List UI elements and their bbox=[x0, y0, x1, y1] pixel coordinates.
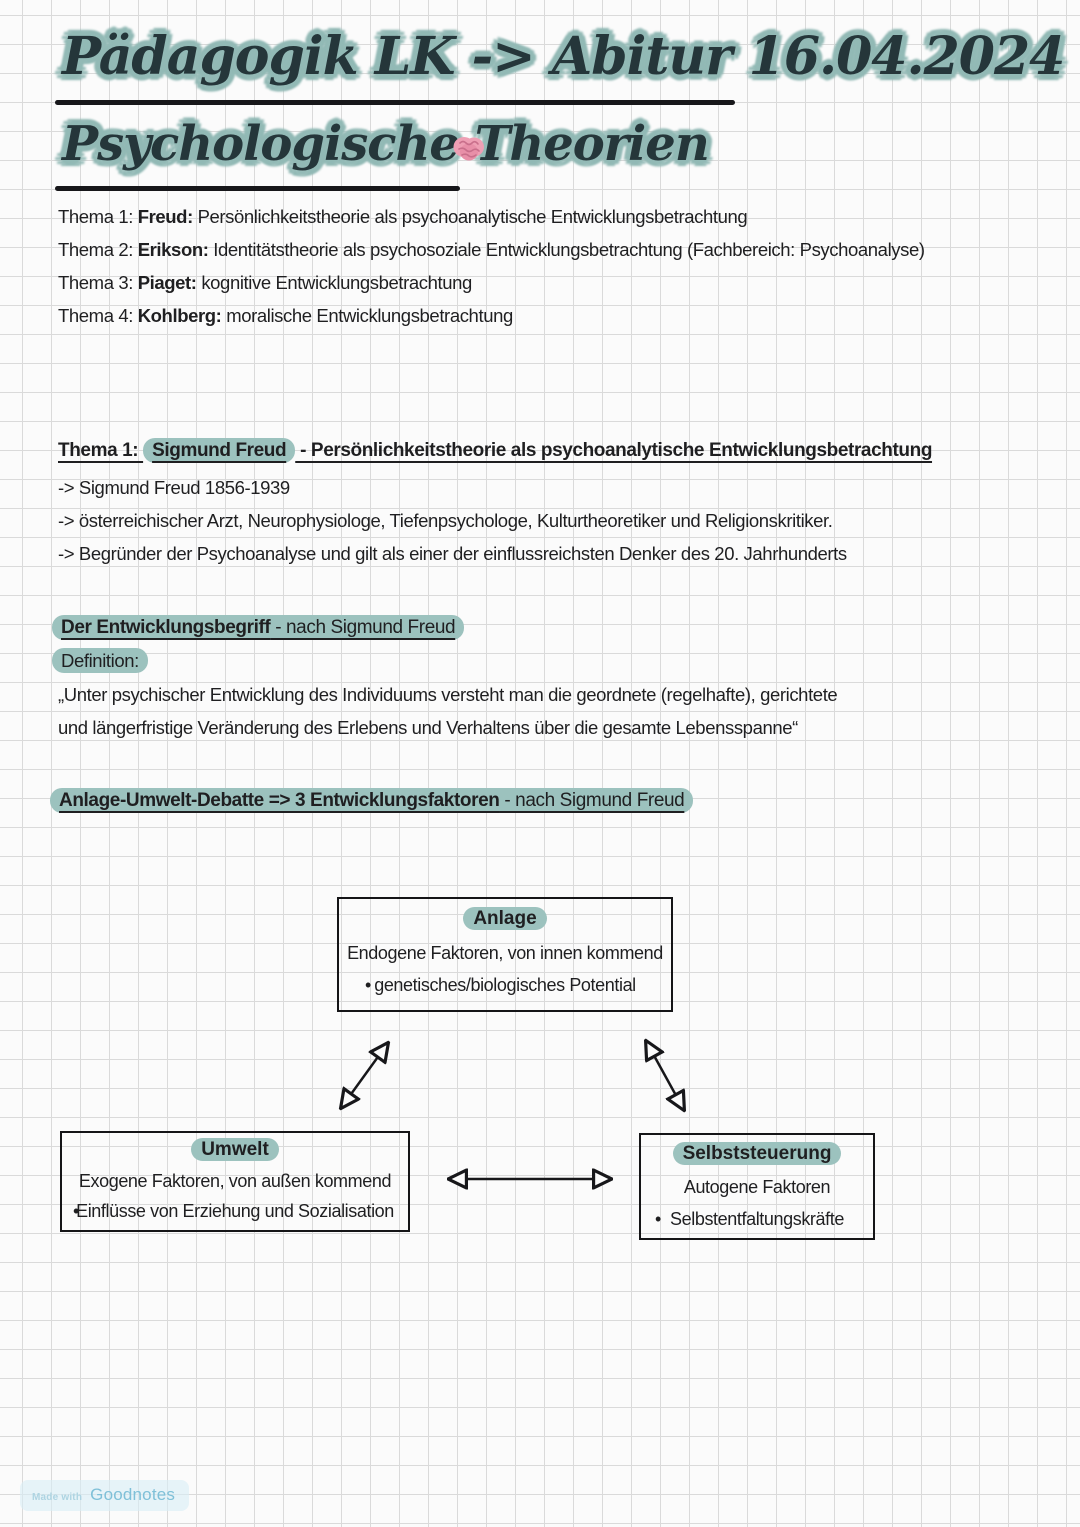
umwelt-box-line: Exogene Faktoren, von außen kommend bbox=[78, 1171, 392, 1191]
bullet-dot: • bbox=[655, 1209, 662, 1229]
thema1-heading-highlight: Sigmund Freud bbox=[143, 438, 296, 463]
thema-name: Piaget: bbox=[137, 272, 197, 293]
umwelt-box-bullet: Einflüsse von Erziehung und Sozialisatio… bbox=[76, 1201, 394, 1221]
thema1-heading-rest: - Persönlichkeitstheorie als psychoanaly… bbox=[295, 440, 933, 461]
thema-desc: Identitätstheorie als psychosoziale Entw… bbox=[208, 239, 925, 260]
title-underline bbox=[55, 100, 735, 105]
selbststeuerung-box: Selbststeuerung Autogene Faktoren • Selb… bbox=[639, 1133, 875, 1240]
thema1-heading-label: Thema 1: bbox=[58, 440, 144, 461]
thema-list-item-1: Thema 1: Freud: Persönlichkeitstheorie a… bbox=[58, 206, 748, 228]
brain-emoji-icon bbox=[452, 133, 486, 170]
thema1-line: -> Begründer der Psychoanalyse und gilt … bbox=[58, 543, 847, 564]
anlage-box: Anlage Endogene Faktoren, von innen komm… bbox=[337, 897, 673, 1012]
bullet-dot: • bbox=[73, 1201, 80, 1221]
definition-quote-line-2: und längerfristige Veränderung des Erleb… bbox=[58, 717, 798, 738]
anlage-box-bullet: genetisches/biologisches Potential bbox=[374, 975, 636, 995]
subtitle-underline bbox=[55, 186, 460, 191]
anlage-box-title: Anlage bbox=[339, 907, 671, 930]
umwelt-title-pill: Umwelt bbox=[191, 1138, 279, 1161]
definition-label-pill: Definition: bbox=[52, 648, 148, 673]
entwicklungsbegriff-heading-rest: - nach Sigmund Freud bbox=[270, 617, 456, 638]
selbststeuerung-box-title: Selbststeuerung bbox=[641, 1142, 873, 1165]
goodnotes-logo: Goodnotes bbox=[90, 1485, 176, 1504]
umwelt-box: Umwelt Exogene Faktoren, von außen komme… bbox=[60, 1131, 410, 1232]
anlage-title-pill: Anlage bbox=[463, 907, 547, 930]
debatte-heading-rest: - nach Sigmund Freud bbox=[499, 790, 685, 811]
entwicklungsbegriff-heading-pill: Der Entwicklungsbegriff - nach Sigmund F… bbox=[52, 615, 465, 640]
umwelt-box-title: Umwelt bbox=[62, 1138, 408, 1161]
entwicklungsbegriff-heading: Der Entwicklungsbegriff - nach Sigmund F… bbox=[52, 615, 465, 640]
selbststeuerung-box-line: Autogene Faktoren bbox=[683, 1177, 831, 1197]
thema-label: Thema 2: bbox=[58, 239, 138, 260]
definition-quote-line-1: „Unter psychischer Entwicklung des Indiv… bbox=[58, 684, 838, 705]
goodnotes-watermark: Made with Goodnotes bbox=[20, 1480, 190, 1511]
thema-desc: kognitive Entwicklungsbetrachtung bbox=[196, 272, 472, 293]
thema-desc: moralische Entwicklungsbetrachtung bbox=[221, 305, 513, 326]
thema-label: Thema 1: bbox=[58, 206, 138, 227]
thema-name: Freud: bbox=[137, 206, 194, 227]
selbststeuerung-box-bullet: Selbstentfaltungskräfte bbox=[670, 1209, 844, 1229]
thema-label: Thema 3: bbox=[58, 272, 138, 293]
selbststeuerung-title-pill: Selbststeuerung bbox=[672, 1142, 842, 1165]
debatte-heading: Anlage-Umwelt-Debatte => 3 Entwicklungsf… bbox=[50, 788, 694, 813]
thema-list-item-4: Thema 4: Kohlberg: moralische Entwicklun… bbox=[58, 305, 513, 327]
watermark-made-with: Made with bbox=[32, 1492, 83, 1503]
page-title: Pädagogik LK -> Abitur 16.04.2024 bbox=[62, 26, 1065, 87]
thema-desc: Persönlichkeitstheorie als psychoanalyti… bbox=[192, 206, 748, 227]
page-subtitle: Psychologische Theorien bbox=[62, 116, 710, 172]
anlage-box-line: Endogene Faktoren, von innen kommend bbox=[347, 943, 663, 963]
thema-list-item-3: Thema 3: Piaget: kognitive Entwicklungsb… bbox=[58, 272, 472, 294]
thema-name: Erikson: bbox=[137, 239, 209, 260]
thema1-line: -> Sigmund Freud 1856-1939 bbox=[58, 477, 290, 498]
thema-label: Thema 4: bbox=[58, 305, 138, 326]
definition-label: Definition: bbox=[52, 648, 148, 673]
debatte-heading-pill: Anlage-Umwelt-Debatte => 3 Entwicklungsf… bbox=[50, 788, 694, 813]
thema1-line: -> österreichischer Arzt, Neurophysiolog… bbox=[58, 510, 833, 531]
debatte-heading-bold: Anlage-Umwelt-Debatte => 3 Entwicklungsf… bbox=[59, 790, 500, 811]
arrow-anlage-selbststeuerung bbox=[646, 1041, 684, 1110]
thema-list-item-2: Thema 2: Erikson: Identitätstheorie als … bbox=[58, 239, 925, 261]
arrow-umwelt-anlage bbox=[341, 1043, 388, 1108]
thema-name: Kohlberg: bbox=[137, 305, 222, 326]
thema1-heading: Thema 1: Sigmund Freud - Persönlichkeits… bbox=[58, 438, 933, 463]
bullet-dot: • bbox=[365, 975, 372, 995]
entwicklungsbegriff-heading-bold: Der Entwicklungsbegriff bbox=[61, 617, 271, 638]
